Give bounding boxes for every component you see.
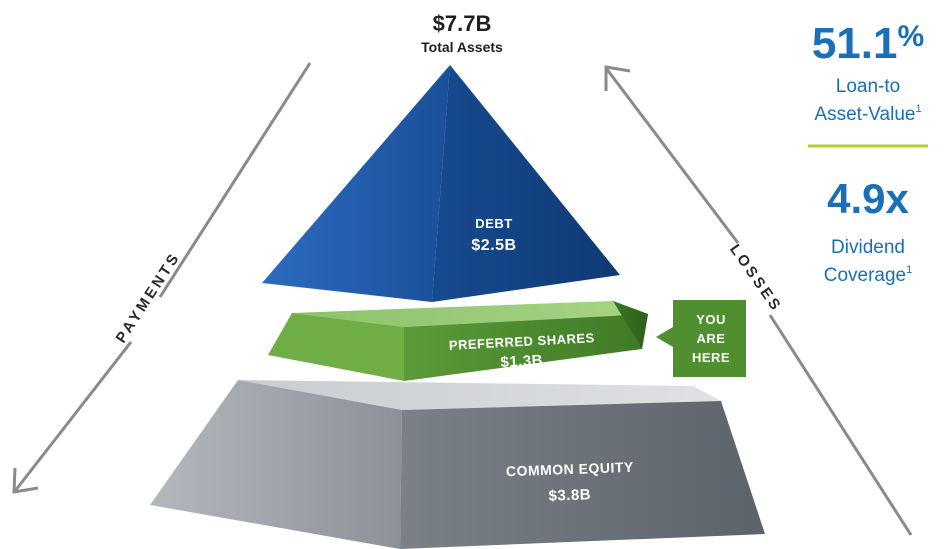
- ltv-unit: %: [897, 20, 924, 53]
- ltv-footnote: 1: [915, 103, 921, 115]
- common-equity-tier: COMMON EQUITY $3.8B: [150, 380, 765, 549]
- coverage-footnote: 1: [906, 264, 912, 276]
- svg-text:51.1%: 51.1%: [812, 19, 924, 68]
- total-assets-label: Total Assets: [421, 39, 503, 55]
- common-equity-value: $3.8B: [548, 486, 591, 504]
- callout-line-2: ARE: [697, 331, 726, 346]
- debt-value: $2.5B: [471, 237, 516, 254]
- ltv-label-line-2: Asset-Value: [814, 104, 915, 125]
- svg-text:Coverage1: Coverage1: [824, 264, 913, 286]
- debt-tier: DEBT $2.5B: [262, 65, 620, 302]
- callout-line-1: YOU: [696, 312, 726, 327]
- callout-line-3: HERE: [692, 350, 730, 365]
- total-assets-value: $7.7B: [433, 11, 492, 36]
- you-are-here-callout: YOU ARE HERE: [656, 300, 746, 377]
- preferred-value: $1.3B: [500, 352, 543, 371]
- ltv-value: 51.1: [812, 19, 898, 68]
- coverage-label-line-2: Coverage: [824, 265, 906, 286]
- ltv-label-line-1: Loan-to: [836, 76, 900, 97]
- metric-dividend-coverage: 4.9x Dividend Coverage1: [824, 175, 913, 286]
- svg-text:Asset-Value1: Asset-Value1: [814, 103, 921, 125]
- preferred-tier: PREFERRED SHARES $1.3B: [268, 301, 648, 381]
- arrow-head-up-left-icon: [604, 65, 631, 91]
- coverage-value: 4.9x: [827, 175, 909, 222]
- arrow-head-down-left-icon: [12, 467, 39, 494]
- payments-label: PAYMENTS: [113, 249, 184, 346]
- metric-loan-to-value: 51.1% Loan-to Asset-Value1: [812, 19, 924, 125]
- common-equity-label: COMMON EQUITY: [506, 459, 634, 479]
- coverage-label-line-1: Dividend: [831, 237, 905, 258]
- debt-label: DEBT: [475, 216, 512, 231]
